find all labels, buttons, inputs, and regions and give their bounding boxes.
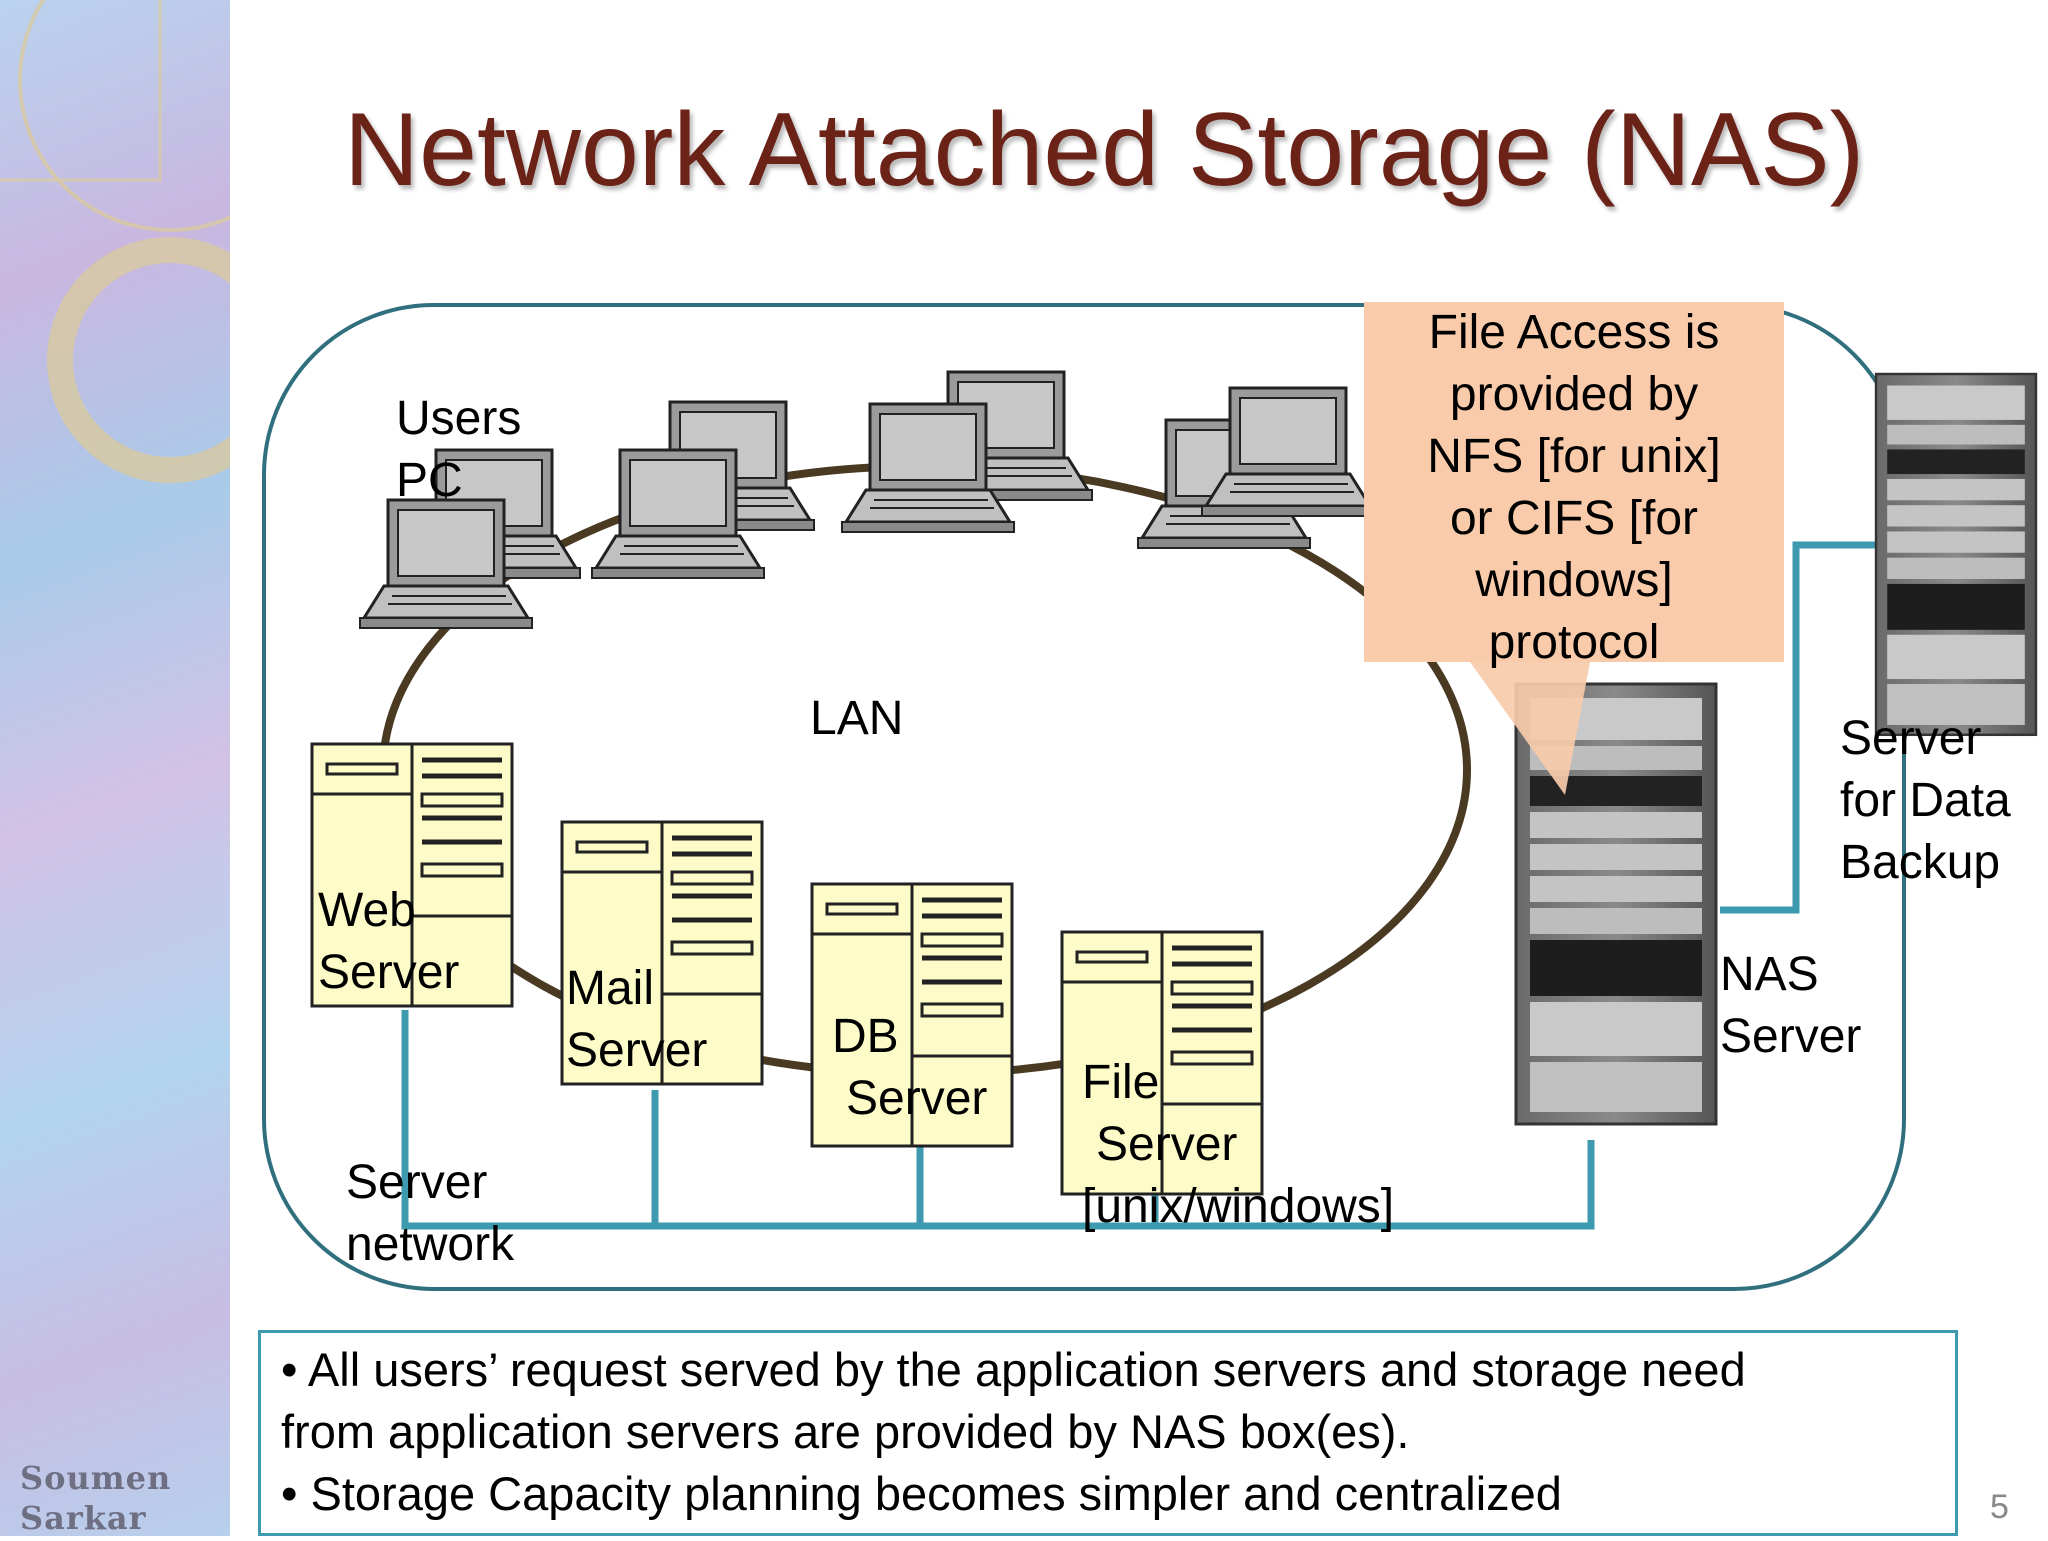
db-label-line: Server (846, 1072, 988, 1125)
mail-server-label: Mail Server (566, 958, 707, 1082)
users-label-line: Users (396, 392, 522, 445)
server-network-bus (401, 541, 1880, 1230)
web-label-line: Web (318, 884, 416, 937)
nas-label-line: Server (1720, 1010, 1862, 1063)
server-network-label-line: network (346, 1218, 515, 1271)
file-label-line: [unix/windows] (1082, 1180, 1395, 1233)
backup-label-line: Server (1840, 712, 1982, 765)
author-last-name: Sarkar (20, 1499, 147, 1537)
summary-notes-box: • All users’ request served by the appli… (258, 1330, 1958, 1536)
mail-label-line: Mail (566, 962, 655, 1015)
slide-title: Network Attached Storage (NAS) (344, 92, 1865, 208)
file-server-label: File Server [unix/windows] (1082, 1052, 1394, 1238)
callout-line: provided by (1449, 368, 1699, 421)
users-label-line: PC (396, 454, 463, 507)
db-label-line: DB (832, 1010, 899, 1063)
page-number: 5 (1990, 1488, 2009, 1526)
decorative-sidebar: Soumen Sarkar (0, 0, 322, 1538)
note-line: from application servers are provided by… (281, 1405, 1410, 1458)
note-line: • Storage Capacity planning becomes simp… (281, 1467, 1562, 1520)
nas-server-label: NAS Server (1720, 944, 1861, 1068)
nas-label-line: NAS (1720, 948, 1819, 1001)
backup-server-label: Server for Data Backup (1840, 708, 2011, 894)
web-label-line: Server (318, 946, 460, 999)
callout-pointer (1470, 662, 1590, 795)
callout-line: or CIFS [for (1449, 492, 1699, 545)
callout-line: File Access is (1428, 306, 1720, 359)
callout-line: windows] (1475, 554, 1673, 607)
callout-line: protocol (1488, 616, 1660, 669)
note-line: • All users’ request served by the appli… (281, 1343, 1746, 1396)
backup-label-line: Backup (1840, 836, 2001, 889)
server-network-label-line: Server (346, 1156, 488, 1209)
backup-server-icon (1874, 372, 2038, 737)
file-access-callout: File Access is provided by NFS [for unix… (1364, 302, 1784, 669)
web-server-label: Web Server (318, 880, 459, 1004)
callout-line: NFS [for unix] (1427, 430, 1721, 483)
author-first-name: Soumen (20, 1459, 172, 1497)
server-network-label: Server network (346, 1152, 514, 1276)
users-pc-label: Users PC (396, 388, 521, 512)
db-server-label: DB Server (832, 1006, 987, 1130)
backup-label-line: for Data (1840, 774, 2011, 827)
file-label-line: File (1082, 1056, 1160, 1109)
author-name: Soumen Sarkar (20, 1458, 171, 1538)
mail-label-line: Server (566, 1024, 708, 1077)
file-label-line: Server (1096, 1118, 1238, 1171)
lan-label: LAN (810, 692, 904, 745)
server-network-boundary (262, 303, 1906, 1291)
